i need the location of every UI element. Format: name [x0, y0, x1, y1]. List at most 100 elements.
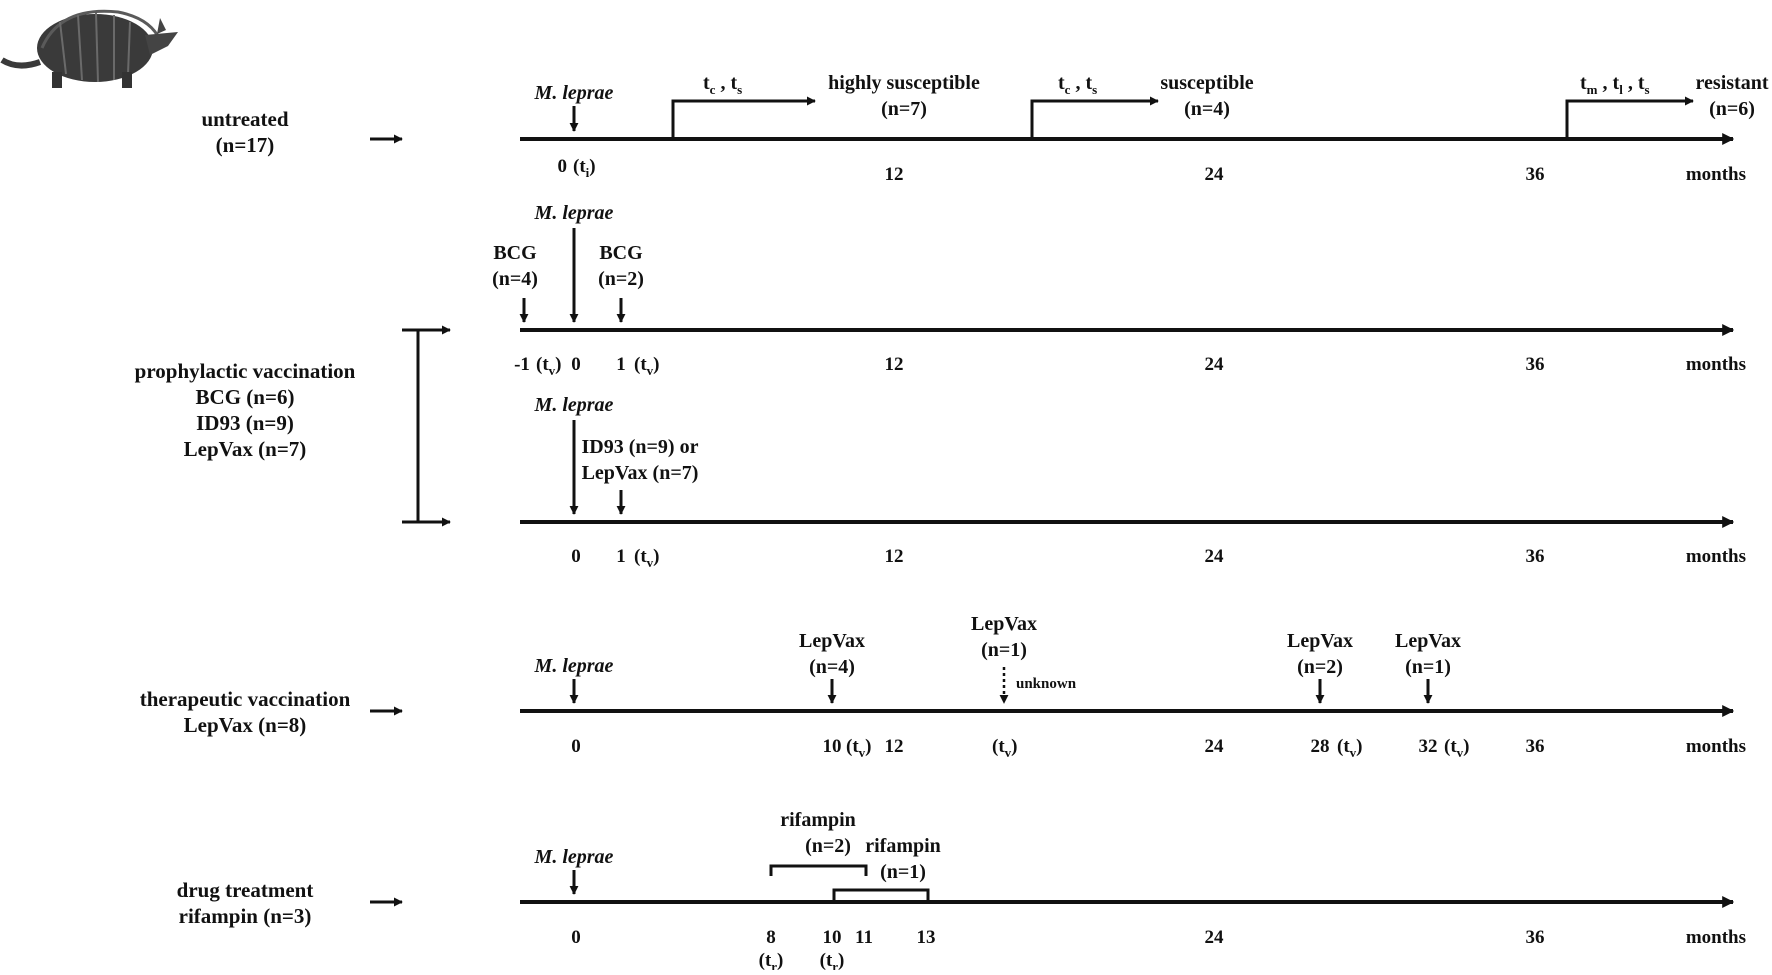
- tick-label: 24: [1205, 164, 1225, 185]
- tick-label: 28: [1311, 736, 1330, 757]
- tick-label: 0: [558, 156, 568, 177]
- post-vaccine-label: BCG: [599, 242, 643, 264]
- prophylactic-bcg-line: BCG (n=6): [196, 385, 295, 409]
- treatment-n: (n=1): [880, 861, 926, 883]
- tick-label: 36: [1526, 354, 1545, 375]
- vaccination-time-label: (tv): [846, 736, 871, 760]
- vaccination-time-label: (tv): [1444, 736, 1469, 760]
- tick-label: 32: [1419, 736, 1438, 757]
- treatment-course-bracket: [832, 888, 930, 902]
- treatment-time-label: (tr): [820, 950, 845, 970]
- outcome-times-susceptible: tc , ts: [1058, 72, 1097, 97]
- infection-label: M. leprae: [534, 202, 614, 224]
- timeline-drug-treatment: M. leprae rifampin (n=2) rifampin (n=1) …: [520, 809, 1746, 974]
- drug-rifampin-line: rifampin (n=3): [179, 904, 312, 928]
- unknown-timing-note: unknown: [1016, 676, 1077, 692]
- untreated-group-n: (n=17): [216, 133, 275, 157]
- treatment-course-bracket: [769, 864, 868, 876]
- prophylactic-bracket: [402, 328, 420, 524]
- tick-label: 12: [885, 546, 904, 567]
- drug-group-label: drug treatment: [177, 878, 314, 902]
- tick-label: 36: [1526, 736, 1545, 757]
- tick-label: 12: [885, 736, 904, 757]
- dose-n: (n=2): [1297, 656, 1343, 678]
- pre-vaccine-label: BCG: [493, 242, 537, 264]
- vaccine-label-line1: ID93 (n=9) or: [582, 436, 699, 458]
- tick-label: 36: [1526, 164, 1545, 185]
- tick-label: 13: [917, 927, 936, 948]
- months-label: months: [1686, 546, 1746, 567]
- dose-vaccine-label: LepVax: [799, 630, 865, 652]
- tick-label: 0: [571, 927, 581, 948]
- tick-label: 36: [1526, 927, 1545, 948]
- post-vaccine-n: (n=2): [598, 268, 644, 290]
- timeline-therapeutic: M. leprae LepVax (n=4) LepVax (n=1) unkn…: [520, 613, 1746, 760]
- tick-label: 11: [855, 927, 873, 948]
- dose-n: (n=4): [809, 656, 855, 678]
- tick-label: 24: [1205, 736, 1225, 757]
- tick-label: 0: [571, 546, 581, 567]
- infection-label: M. leprae: [534, 655, 614, 677]
- tick-label: 12: [885, 354, 904, 375]
- prophylactic-group-label: prophylactic vaccination: [135, 359, 356, 383]
- outcome-n-resistant: (n=6): [1709, 98, 1755, 120]
- tick-label: 36: [1526, 546, 1545, 567]
- therapeutic-group-label: therapeutic vaccination: [140, 687, 351, 711]
- tick-label: 0: [571, 354, 581, 375]
- months-label: months: [1686, 736, 1746, 757]
- prophylactic-lepvax-line: LepVax (n=7): [184, 437, 307, 461]
- months-label: months: [1686, 927, 1746, 948]
- infection-label: M. leprae: [534, 846, 614, 868]
- tick-label: 24: [1205, 546, 1225, 567]
- outcome-label-highly-susceptible: highly susceptible: [828, 72, 980, 94]
- infection-label: M. leprae: [534, 82, 614, 104]
- tick-label: 24: [1205, 927, 1225, 948]
- infection-time-label: (ti): [573, 156, 596, 180]
- outcome-times-resistant: tm , tl , ts: [1580, 72, 1650, 97]
- vaccine-label-line2: LepVax (n=7): [582, 462, 699, 484]
- untreated-group-label: untreated: [201, 107, 288, 131]
- treatment-n: (n=2): [805, 835, 851, 857]
- outcome-arrow-susceptible: [1030, 96, 1159, 139]
- vaccination-time-label: (tv): [536, 354, 561, 378]
- treatment-drug-label: rifampin: [780, 809, 856, 831]
- vaccination-time-label: (tv): [992, 736, 1017, 760]
- therapeutic-lepvax-line: LepVax (n=8): [184, 713, 307, 737]
- months-label: months: [1686, 164, 1746, 185]
- outcome-label-resistant: resistant: [1696, 72, 1769, 94]
- timeline-prophylactic-id93-lepvax: M. leprae ID93 (n=9) or LepVax (n=7) 0 1…: [520, 394, 1746, 570]
- dose-vaccine-label: LepVax: [1287, 630, 1353, 652]
- dose-n: (n=1): [981, 639, 1027, 661]
- tick-label: 8: [766, 927, 776, 948]
- dose-n: (n=1): [1405, 656, 1451, 678]
- outcome-times-highly-susceptible: tc , ts: [703, 72, 742, 97]
- outcome-label-susceptible: susceptible: [1160, 72, 1253, 94]
- outcome-n-susceptible: (n=4): [1184, 98, 1230, 120]
- tick-label: 10: [823, 927, 842, 948]
- treatment-drug-label: rifampin: [865, 835, 941, 857]
- outcome-arrow-highly-susceptible: [671, 96, 816, 139]
- tick-label: 10: [823, 736, 842, 757]
- infection-label: M. leprae: [534, 394, 614, 416]
- vaccination-time-label: (tv): [1337, 736, 1362, 760]
- tick-label: 24: [1205, 354, 1225, 375]
- armadillo-icon: [0, 9, 178, 88]
- dose-vaccine-label: LepVax: [1395, 630, 1461, 652]
- tick-label: -1: [514, 354, 530, 375]
- tick-label: 0: [571, 736, 581, 757]
- treatment-time-label: (tr): [759, 950, 784, 970]
- tick-label: 1: [616, 354, 626, 375]
- pre-vaccine-n: (n=4): [492, 268, 538, 290]
- outcome-arrow-resistant: [1565, 96, 1694, 139]
- timeline-untreated: M. leprae 0 (ti) 12 24 36 months tc , ts…: [520, 72, 1769, 185]
- tick-label: 1: [616, 546, 626, 567]
- vaccination-time-label: (tv): [634, 546, 659, 570]
- dose-vaccine-label: LepVax: [971, 613, 1037, 635]
- vaccination-time-label: (tv): [634, 354, 659, 378]
- outcome-n-highly-susceptible: (n=7): [881, 98, 927, 120]
- timeline-prophylactic-bcg: M. leprae BCG (n=4) BCG (n=2) -1 (tv) 0 …: [492, 202, 1746, 378]
- months-label: months: [1686, 354, 1746, 375]
- tick-label: 12: [885, 164, 904, 185]
- prophylactic-id93-line: ID93 (n=9): [196, 411, 294, 435]
